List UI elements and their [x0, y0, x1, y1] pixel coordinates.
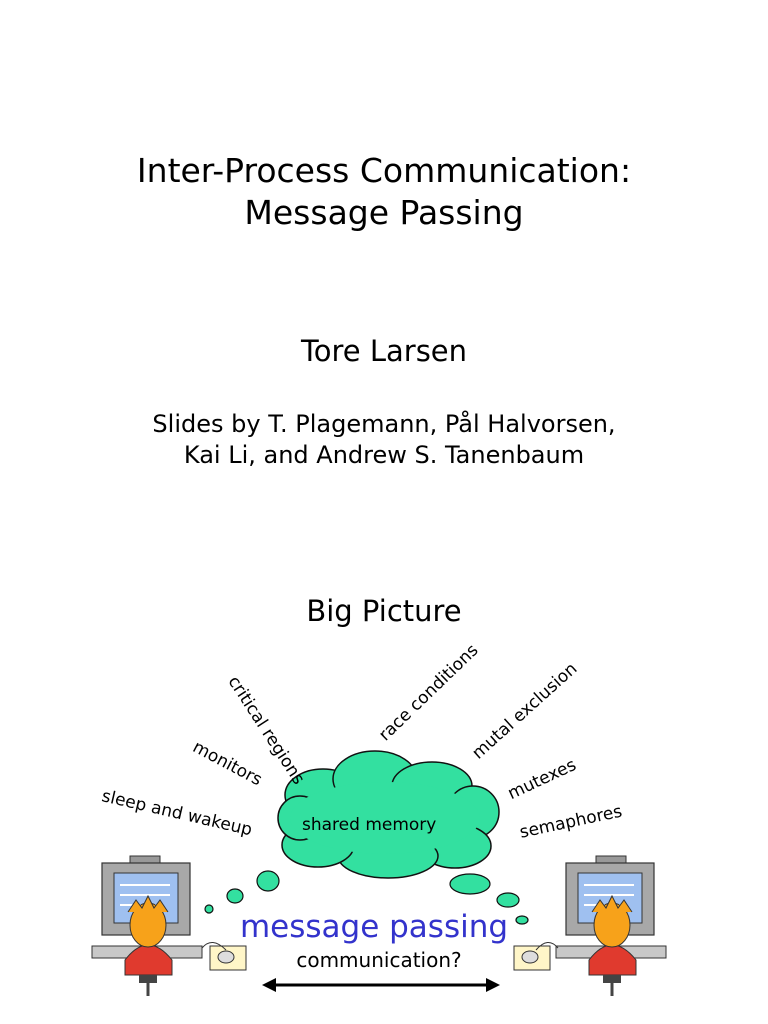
shared-memory-label: shared memory	[302, 815, 437, 835]
author-name: Tore Larsen	[300, 334, 468, 368]
thought-bubbles-right	[449, 873, 529, 925]
thought-bubbles-left	[204, 870, 280, 914]
right-user-at-computer	[513, 855, 667, 996]
big-picture-title: Big Picture	[306, 594, 462, 628]
message-passing-label: message passing	[239, 909, 509, 945]
communication-double-arrow	[262, 978, 500, 992]
communication-label: communication?	[296, 948, 462, 972]
slide-title-line2: Message Passing	[244, 193, 524, 232]
credits-line2: Kai Li, and Andrew S. Tanenbaum	[183, 441, 585, 469]
left-user-at-computer	[91, 855, 247, 996]
slide-title-line1: Inter-Process Communication:	[136, 151, 632, 190]
credits-line1: Slides by T. Plagemann, Pål Halvorsen,	[152, 410, 616, 438]
